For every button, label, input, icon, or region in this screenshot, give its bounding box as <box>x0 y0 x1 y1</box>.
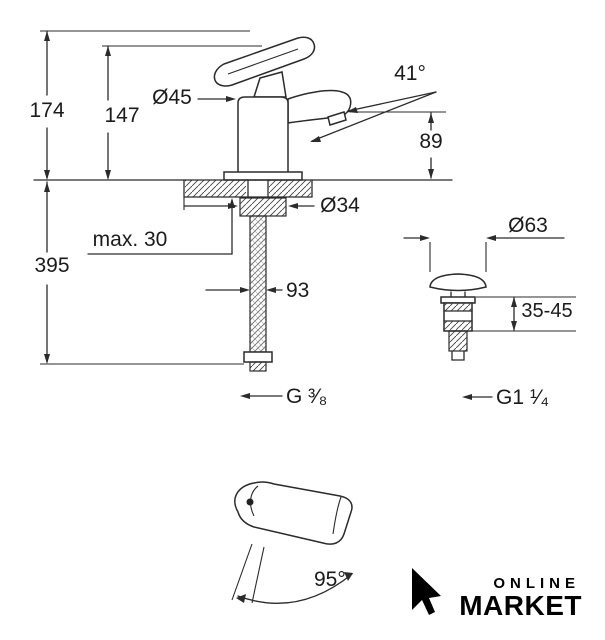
logo-market-text: MARKET <box>459 590 582 621</box>
dim-label-waste-thread: G1 ¹⁄₄ <box>496 386 549 409</box>
dim-label-hose-length: 395 <box>34 254 69 277</box>
logo-online-text: ONLINE <box>493 575 580 592</box>
supply-hose <box>243 215 273 372</box>
faucet-front-view <box>213 36 352 181</box>
dimension-labels: 174 147 Ø45 41° 89 Ø34 max. 30 395 93 Ø6… <box>29 62 572 591</box>
cursor-icon <box>412 568 441 615</box>
dim-label-waste-diameter: Ø63 <box>508 214 548 237</box>
dim-label-handle-swivel-angle: 95° <box>314 568 346 591</box>
dim-label-max-deck-thickness: max. 30 <box>93 228 168 251</box>
dim-label-hose-offset: 93 <box>286 279 309 302</box>
drain-valve <box>429 273 487 361</box>
counter-section <box>33 179 453 217</box>
dim-label-waste-deck-range: 35-45 <box>521 300 572 322</box>
dim-label-spout-pivot-height: 147 <box>104 104 139 127</box>
dim-label-hole-diameter: Ø34 <box>320 194 360 217</box>
handle-side-view <box>231 481 353 604</box>
dim-label-spout-angle: 41° <box>394 62 426 85</box>
dim-label-body-diameter: Ø45 <box>152 86 192 109</box>
dim-label-spout-height: 89 <box>419 130 442 153</box>
store-logo: ONLINE MARKET <box>412 568 582 621</box>
dim-label-total-height: 174 <box>29 99 64 122</box>
dim-label-supply-thread: G ³⁄₈ <box>286 385 327 408</box>
dimension-lines <box>40 30 576 400</box>
